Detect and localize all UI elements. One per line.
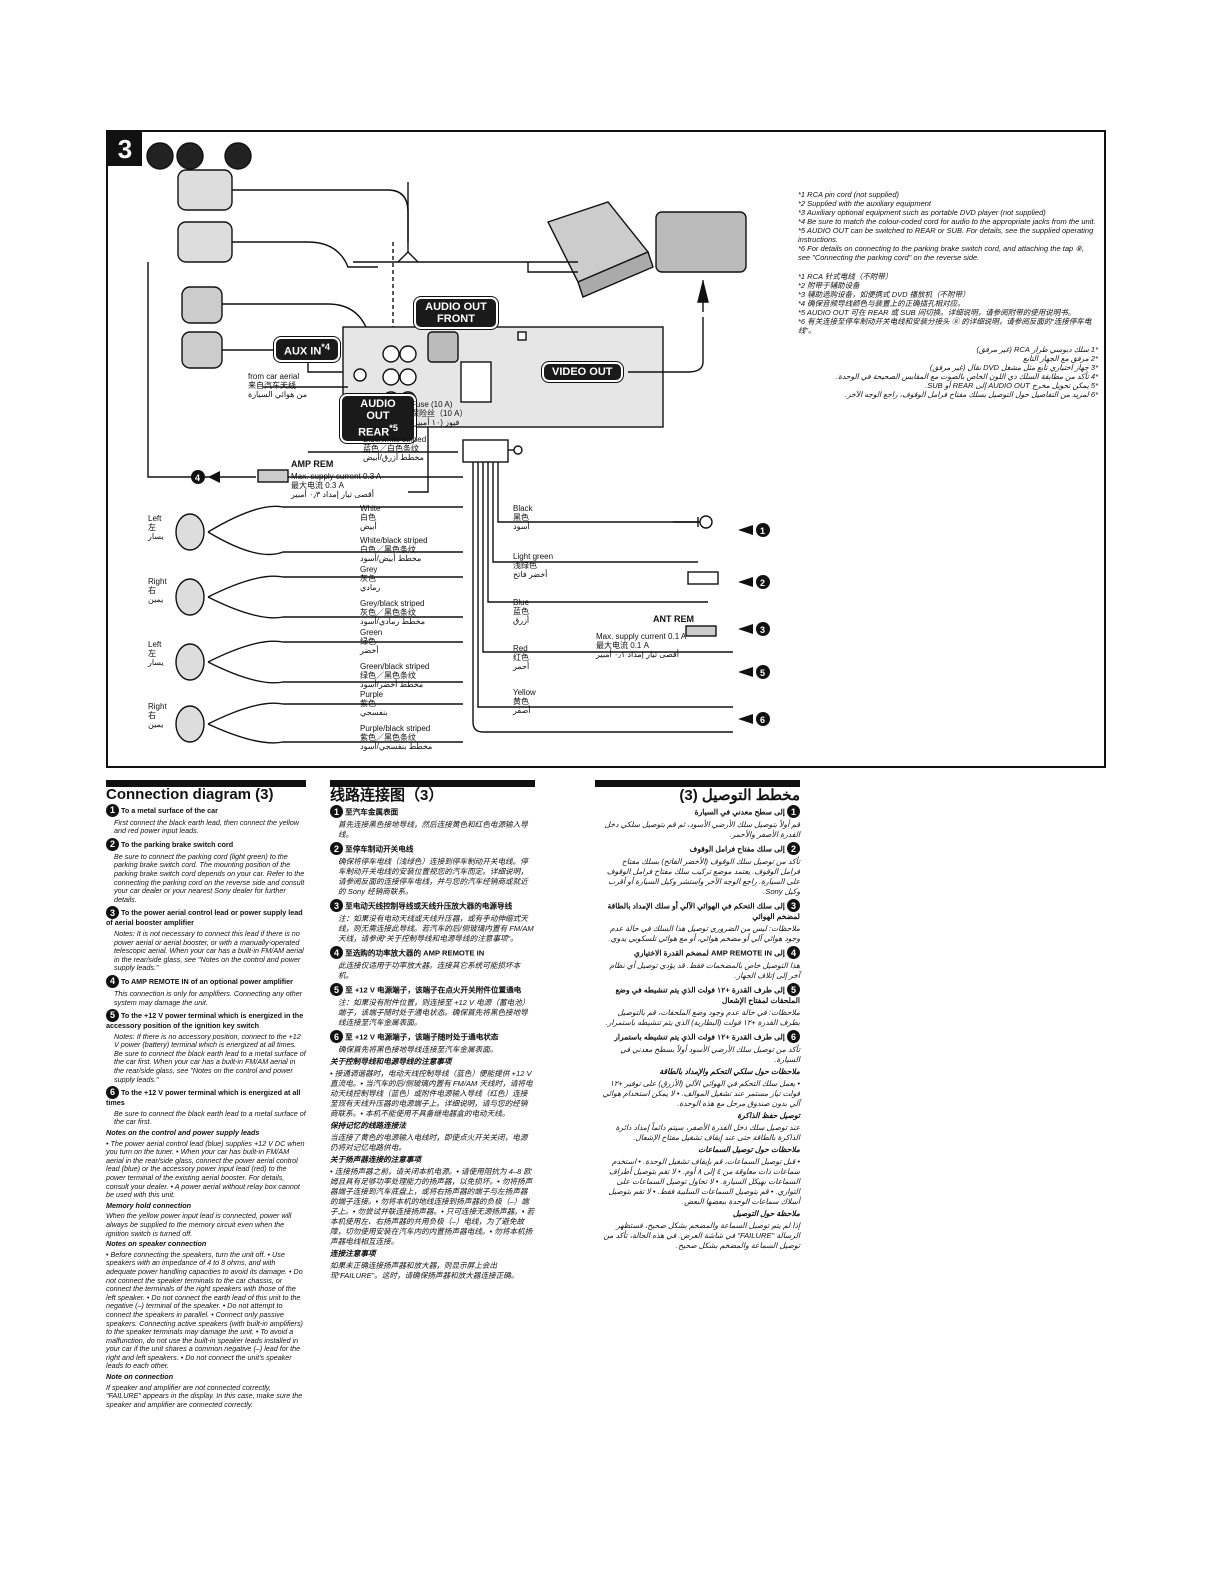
svg-text:6: 6 bbox=[760, 715, 765, 725]
column-rule bbox=[106, 780, 306, 787]
amp-rem-label: AMP REM bbox=[291, 459, 334, 469]
chinese-sections: 关于控制导线和电源导线的注意事项• 接通调谐器时，电动天线控制导线（蓝色）便能提… bbox=[330, 1057, 535, 1280]
arabic-sections: ملاحظات حول سلكي التحكم والإمداد بالطاقة… bbox=[602, 1067, 800, 1250]
speaker-leads bbox=[207, 505, 463, 744]
connection-diagram: 3 bbox=[106, 130, 1106, 768]
arabic-title: مخطط التوصيل (3) bbox=[679, 787, 800, 804]
english-title: Connection diagram (3) bbox=[106, 786, 274, 803]
video-out-label: VIDEO OUT bbox=[542, 362, 623, 382]
svg-text:3: 3 bbox=[760, 625, 765, 635]
svg-text:5: 5 bbox=[760, 668, 765, 678]
english-column: Connection diagram (3) 1 To a metal surf… bbox=[106, 780, 306, 1411]
chinese-title: 线路连接图（3） bbox=[330, 787, 444, 804]
column-rule bbox=[330, 780, 535, 787]
section-number-badge: 3 bbox=[108, 132, 142, 166]
arabic-column: مخطط التوصيل (3) 1 إلى سطح معدني في السي… bbox=[595, 780, 800, 1253]
english-sections: Notes on the control and power supply le… bbox=[106, 1128, 305, 1409]
diagram-footnotes: *1 RCA pin cord (not supplied)*2 Supplie… bbox=[798, 190, 1098, 399]
chinese-column: 线路连接图（3） 1 至汽车金属表面首先连接黑色接地导线，然后连接黄色和红色电源… bbox=[330, 780, 535, 1283]
audio-out-rear-label: AUDIO OUT REAR*5 bbox=[340, 394, 416, 443]
audio-out-front-label: AUDIO OUT FRONT bbox=[414, 297, 498, 329]
svg-text:4: 4 bbox=[195, 473, 200, 483]
chinese-items: 1 至汽车金属表面首先连接黑色接地导线，然后连接黄色和红色电源输入导线。 2 至… bbox=[330, 805, 535, 1055]
column-rule bbox=[595, 780, 800, 787]
aux-in-label: AUX IN*4 bbox=[274, 337, 340, 362]
fuse-label: Fuse (10 A)保险丝（10 A）فيوز (١٠ أمبير) bbox=[411, 400, 468, 427]
top-speakers bbox=[146, 142, 252, 170]
svg-text:2: 2 bbox=[760, 578, 765, 588]
svg-text:1: 1 bbox=[760, 526, 765, 536]
ant-rem-label: ANT REM bbox=[653, 614, 694, 624]
